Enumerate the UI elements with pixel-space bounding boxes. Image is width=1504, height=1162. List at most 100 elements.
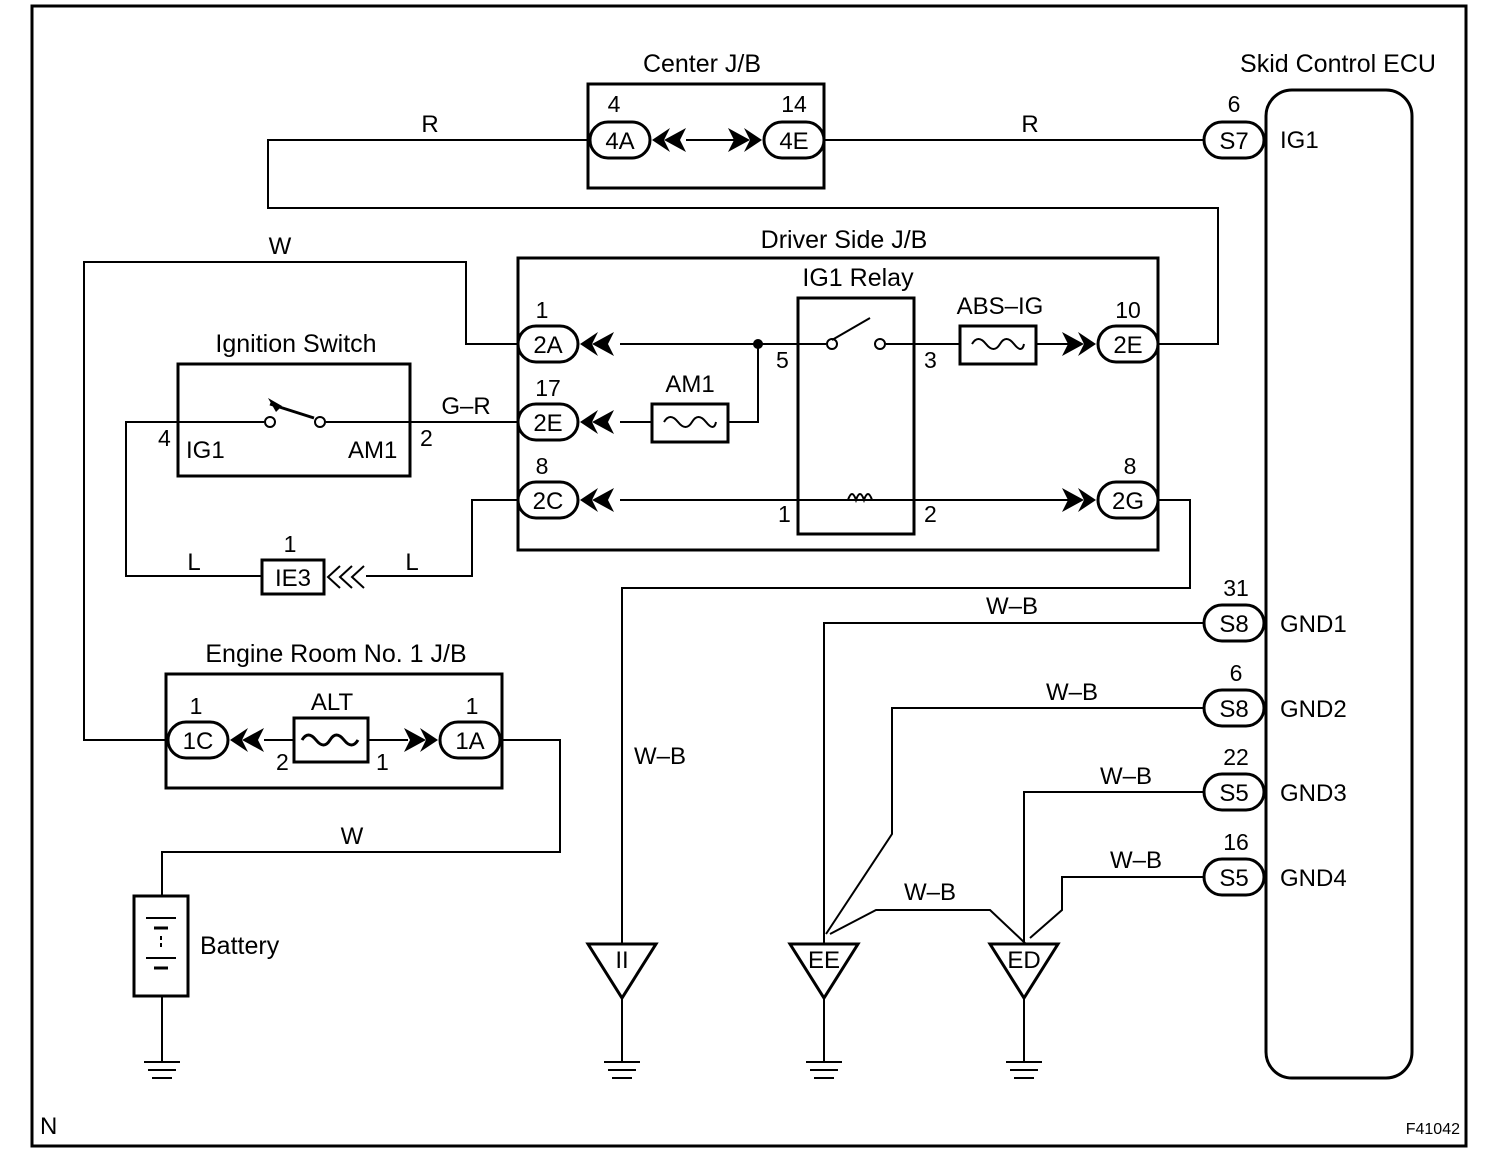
pin-s5-gnd3: 22	[1223, 744, 1249, 770]
ignition-switch-contact	[178, 398, 410, 428]
wire-color-l-right: L	[405, 549, 418, 576]
alt-pin-2: 2	[276, 749, 289, 775]
wire-color-w-bottom: W	[341, 823, 364, 850]
wire-w-1a-to-battery	[161, 739, 561, 896]
ground-point-ii-label: II	[615, 947, 628, 974]
connector-s8-gnd1	[1202, 603, 1266, 643]
wire-color-wb-gnd3: W–B	[1100, 763, 1152, 790]
sw-pin-4: 4	[158, 425, 171, 451]
wire-color-l-left: L	[187, 549, 200, 576]
pin-4a: 4	[608, 91, 621, 117]
engine-room-jb-box	[164, 672, 504, 790]
connector-ie3	[260, 558, 326, 596]
ecu-gnd2-label: GND2	[1280, 696, 1347, 723]
ie3-arrow-2	[338, 565, 353, 589]
ground-point-ee	[787, 942, 861, 1001]
wire-l-ig1-to-ie3	[125, 421, 262, 577]
skid-ecu-title: Skid Control ECU	[1240, 50, 1436, 78]
connector-2a	[516, 324, 580, 364]
pin-2g: 8	[1124, 453, 1137, 479]
connector-2e-left-label: 2E	[533, 410, 562, 437]
alt-fuse-element	[300, 733, 360, 747]
chassis-ground-ii	[604, 1061, 640, 1079]
abs-ig-fuse	[958, 324, 1038, 366]
wire-gnd3	[1023, 791, 1204, 944]
ecu-gnd4-label: GND4	[1280, 865, 1347, 892]
connector-2e-right	[1096, 324, 1160, 364]
chevron-4a	[652, 128, 686, 152]
wire-color-w-top: W	[269, 233, 292, 260]
ie3-arrow-1	[326, 565, 341, 589]
connector-1c-label: 1C	[183, 728, 214, 755]
relay-pin-1: 1	[778, 501, 791, 527]
connector-s7	[1202, 120, 1266, 160]
ground-point-ed-label: ED	[1007, 947, 1040, 974]
connector-1a	[438, 720, 502, 760]
connector-s8-gnd1-label: S8	[1219, 611, 1248, 638]
wire-ee-to-ed	[829, 909, 1027, 945]
connector-4a	[588, 120, 652, 160]
pin-s7: 6	[1228, 91, 1241, 117]
ground-point-ee-label: EE	[808, 947, 840, 974]
connector-1a-label: 1A	[455, 728, 484, 755]
relay-pin-3: 3	[924, 347, 937, 373]
wire-color-wb-gnd2: W–B	[1046, 679, 1098, 706]
diagram-id: F41042	[1406, 1121, 1460, 1138]
connector-s5-gnd4	[1202, 857, 1266, 897]
wire-color-r-left: R	[421, 111, 438, 138]
pin-s8-gnd2: 6	[1230, 660, 1243, 686]
wire-gnd2	[825, 707, 1204, 935]
relay-pin-5: 5	[776, 347, 789, 373]
pin-2e-right: 10	[1115, 297, 1141, 323]
connector-pills	[166, 120, 1266, 897]
connector-4e-label: 4E	[779, 128, 808, 155]
chevron-4e	[728, 128, 762, 152]
junction-dot	[753, 339, 763, 349]
ecu-ig1-label: IG1	[1280, 127, 1319, 154]
wire-2g-to-ground-ii	[621, 499, 1191, 944]
connector-2e-left	[516, 402, 580, 442]
diagram-frame	[30, 4, 1468, 1148]
am1-fuse	[650, 402, 730, 444]
chevron-2e-right	[1062, 332, 1096, 356]
pin-1c: 1	[190, 693, 203, 719]
chevron-1c	[230, 728, 264, 752]
wire-gnd1	[823, 622, 1204, 944]
battery-box	[132, 894, 190, 998]
connector-s7-label: S7	[1219, 128, 1248, 155]
connector-4a-label: 4A	[605, 128, 634, 155]
connector-2g-label: 2G	[1112, 488, 1144, 515]
connector-2e-right-label: 2E	[1113, 332, 1142, 359]
alt-fuse	[292, 716, 370, 764]
chevron-2g	[1062, 488, 1096, 512]
wire-l-ie3-to-2c	[366, 499, 518, 577]
corner-mark: N	[40, 1113, 57, 1140]
alt-pin-1: 1	[376, 749, 389, 775]
connector-2c	[516, 480, 580, 520]
am1-fuse-element	[663, 416, 717, 428]
wire-color-wb-gnd4: W–B	[1110, 847, 1162, 874]
wire-am1-to-junction	[728, 344, 759, 423]
wire-gnd4	[1029, 876, 1204, 939]
ie3-arrow-3	[350, 565, 365, 589]
driver-jb-box	[516, 256, 1160, 552]
engine-room-jb-title: Engine Room No. 1 J/B	[205, 640, 466, 668]
connector-chevrons	[230, 128, 1096, 752]
relay-coil	[847, 493, 873, 504]
wire-color-r-right: R	[1021, 111, 1038, 138]
pin-2e-left: 17	[535, 375, 561, 401]
pin-2c: 8	[536, 453, 549, 479]
pin-2a: 1	[536, 297, 549, 323]
ecu-gnd3-label: GND3	[1280, 780, 1347, 807]
alt-label: ALT	[311, 689, 354, 716]
ignition-switch-box	[176, 362, 412, 478]
connector-2c-label: 2C	[533, 488, 564, 515]
pin-ie3: 1	[284, 531, 297, 557]
relay-switch	[798, 317, 914, 350]
connector-ie3-label: IE3	[275, 565, 311, 592]
connector-1c	[166, 720, 230, 760]
chassis-ground-battery	[144, 1061, 180, 1079]
sw-pin-2: 2	[420, 425, 433, 451]
chevron-2c	[580, 488, 614, 512]
wire-color-wb-gnd1: W–B	[986, 593, 1038, 620]
